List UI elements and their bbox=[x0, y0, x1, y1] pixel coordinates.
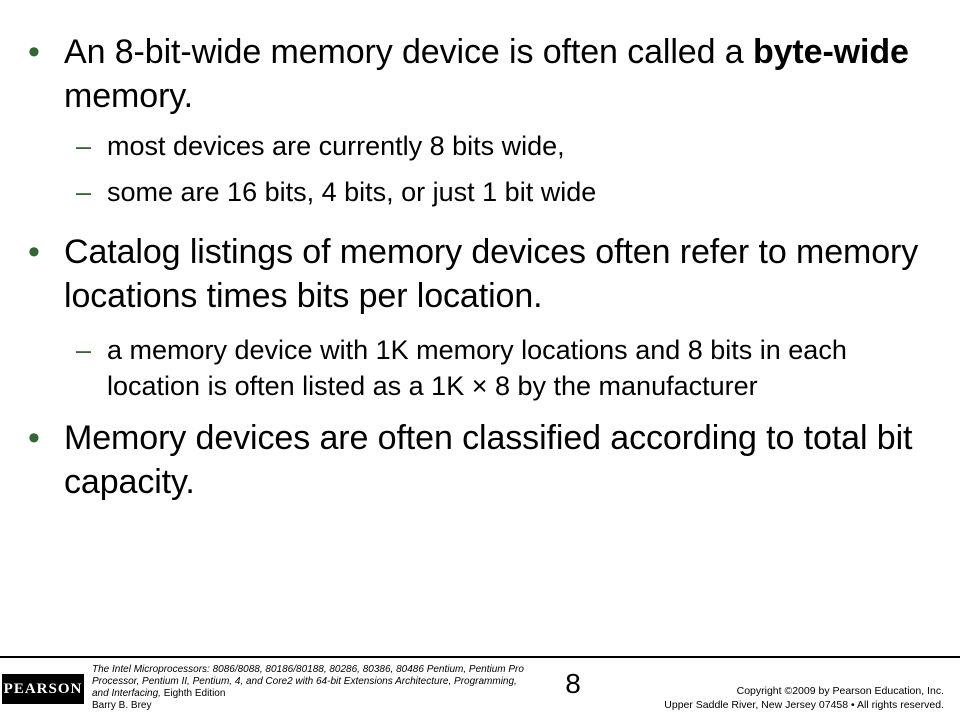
sub-bullet-text: a memory device with 1K memory locations… bbox=[107, 335, 847, 401]
sub-bullet-marker: – bbox=[76, 335, 92, 365]
bullet-marker: • bbox=[28, 419, 40, 457]
page-number: 8 bbox=[565, 668, 581, 699]
sub-bullet-text: some are 16 bits, 4 bits, or just 1 bit … bbox=[107, 177, 597, 207]
sub-bullet-text: most devices are currently 8 bits wide, bbox=[107, 131, 565, 161]
sub-bullet-1k-x-8: – a memory device with 1K memory locatio… bbox=[0, 332, 960, 404]
copyright-line-1: Copyright ©2009 by Pearson Education, In… bbox=[736, 685, 944, 697]
copyright-notice: Copyright ©2009 by Pearson Education, In… bbox=[664, 684, 944, 712]
sub-bullet-other-widths: – some are 16 bits, 4 bits, or just 1 bi… bbox=[0, 174, 960, 210]
bullet-text-start: An 8-bit-wide memory device is often cal… bbox=[64, 33, 753, 71]
bullet-byte-wide: • An 8-bit-wide memory device is often c… bbox=[0, 30, 960, 118]
bullet-text: Catalog listings of memory devices often… bbox=[64, 233, 919, 315]
book-citation: The Intel Microprocessors: 8086/8088, 80… bbox=[92, 664, 532, 712]
bullet-text: Memory devices are often classified acco… bbox=[64, 419, 913, 501]
slide-content: • An 8-bit-wide memory device is often c… bbox=[0, 30, 960, 504]
slide-footer: PEARSON The Intel Microprocessors: 8086/… bbox=[0, 656, 960, 722]
sub-bullet-marker: – bbox=[76, 131, 92, 161]
bullet-marker: • bbox=[28, 33, 40, 71]
copyright-line-2: Upper Saddle River, New Jersey 07458 • A… bbox=[664, 699, 944, 711]
book-edition: Eighth Edition bbox=[163, 688, 226, 699]
book-title: The Intel Microprocessors: 8086/8088, 80… bbox=[92, 664, 524, 699]
bullet-text-end: memory. bbox=[64, 77, 194, 115]
bullet-catalog-listings: • Catalog listings of memory devices oft… bbox=[0, 230, 960, 318]
logo-text: PEARSON bbox=[3, 680, 83, 697]
sub-bullet-8-bits: – most devices are currently 8 bits wide… bbox=[0, 128, 960, 164]
bullet-text-bold: byte-wide bbox=[752, 33, 909, 71]
bullet-bit-capacity: • Memory devices are often classified ac… bbox=[0, 416, 960, 504]
book-author: Barry B. Brey bbox=[92, 700, 152, 711]
pearson-logo: PEARSON bbox=[2, 674, 84, 704]
sub-bullet-marker: – bbox=[76, 177, 92, 207]
bullet-marker: • bbox=[28, 233, 40, 271]
